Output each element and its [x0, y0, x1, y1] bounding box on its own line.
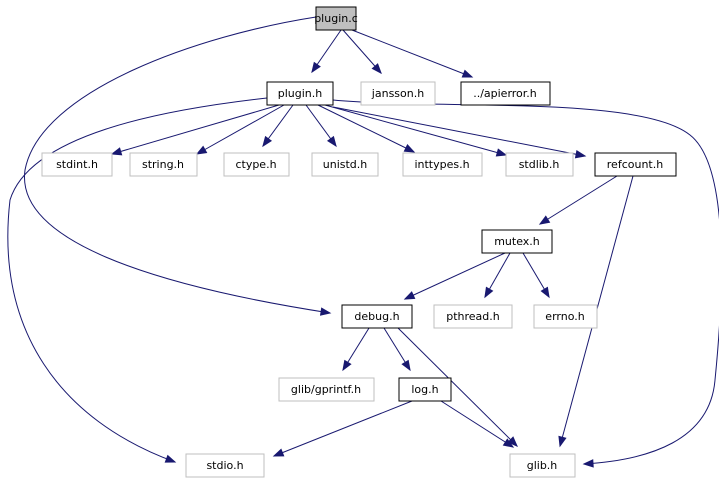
arrowhead-icon	[574, 150, 587, 159]
arrowhead-icon	[195, 145, 208, 155]
arrowhead-icon	[403, 144, 416, 153]
node-label: stdint.h	[56, 158, 98, 171]
node-log-h[interactable]: log.h	[398, 377, 452, 402]
node-apierror-h[interactable]: ../apierror.h	[460, 81, 551, 106]
edge-plugin-c-to-jansson-h	[342, 29, 382, 75]
node-label: string.h	[142, 158, 184, 171]
node-label: plugin.c	[314, 12, 358, 25]
arrowhead-icon	[110, 147, 123, 156]
edge-debug-h-to-gprintf-h	[342, 327, 370, 372]
node-pthread-h[interactable]: pthread.h	[433, 304, 513, 329]
node-label: unistd.h	[323, 158, 368, 171]
node-string-h[interactable]: string.h	[129, 152, 198, 177]
node-inttypes-h[interactable]: inttypes.h	[402, 152, 483, 177]
arrowhead-icon	[342, 359, 352, 372]
edge-plugin-h-to-inttypes-h	[317, 104, 416, 153]
arrowhead-icon	[311, 61, 321, 74]
node-stdlib-h[interactable]: stdlib.h	[505, 152, 574, 177]
node-stdio-h[interactable]: stdio.h	[185, 453, 265, 478]
edge-mutex-h-to-debug-h	[403, 252, 506, 300]
node-label: pthread.h	[446, 310, 500, 323]
edge-log-h-to-glib-h	[440, 400, 515, 448]
node-ctype-h[interactable]: ctype.h	[223, 152, 290, 177]
edge-plugin-h-to-ctype-h	[262, 104, 294, 148]
arrowhead-icon	[371, 63, 382, 75]
node-refcount-h[interactable]: refcount.h	[594, 152, 677, 177]
edge-plugin-h-to-string-h	[195, 104, 285, 155]
edge-plugin-h-to-refcount-h	[332, 106, 587, 159]
edge-plugin-h-to-stdio-h	[7, 97, 268, 463]
node-errno-h[interactable]: errno.h	[533, 304, 598, 329]
arrowhead-icon	[262, 135, 273, 148]
arrowhead-icon	[558, 435, 567, 448]
node-unistd-h[interactable]: unistd.h	[311, 152, 379, 177]
edge-plugin-h-to-stdlib-h	[324, 104, 508, 157]
node-label: debug.h	[354, 310, 399, 323]
edge-plugin-h-to-stdint-h	[110, 104, 280, 156]
arrowhead-icon	[507, 436, 518, 447]
arrowhead-icon	[495, 148, 508, 157]
node-label: inttypes.h	[414, 158, 469, 171]
node-label: log.h	[411, 383, 438, 396]
arrowhead-icon	[403, 291, 416, 300]
arrowhead-icon	[272, 448, 285, 457]
edge-plugin-c-to-debug-h	[24, 16, 332, 316]
edge-plugin-c-to-plugin-h	[311, 29, 342, 74]
arrowhead-icon	[326, 135, 337, 148]
node-jansson-h[interactable]: jansson.h	[360, 81, 436, 106]
arrowhead-icon	[319, 307, 332, 316]
node-label: stdlib.h	[519, 158, 560, 171]
node-label: jansson.h	[371, 87, 424, 100]
arrowhead-icon	[484, 286, 494, 299]
edge-refcount-h-to-mutex-h	[538, 175, 618, 225]
edge-mutex-h-to-errno-h	[522, 252, 550, 299]
edge-debug-h-to-glib-h	[397, 327, 518, 447]
node-label: ../apierror.h	[473, 87, 537, 100]
arrowhead-icon	[538, 215, 551, 225]
edge-debug-h-to-log-h	[383, 327, 411, 372]
edge-plugin-h-to-unistd-h	[305, 104, 337, 148]
node-debug-h[interactable]: debug.h	[341, 304, 413, 329]
edge-plugin-c-to-apierror-h	[351, 29, 474, 78]
node-label: glib/gprintf.h	[291, 383, 361, 396]
nodes-layer: plugin.c plugin.h jansson.h ../apierror.…	[41, 6, 677, 478]
node-plugin-c[interactable]: plugin.c	[314, 6, 358, 31]
node-mutex-h[interactable]: mutex.h	[481, 229, 553, 254]
node-plugin-h[interactable]: plugin.h	[266, 81, 334, 106]
edge-log-h-to-stdio-h	[272, 400, 413, 457]
node-label: refcount.h	[607, 158, 663, 171]
node-label: errno.h	[545, 310, 584, 323]
edge-mutex-h-to-pthread-h	[484, 252, 511, 299]
node-gprintf-h[interactable]: glib/gprintf.h	[278, 377, 375, 402]
arrowhead-icon	[164, 454, 177, 463]
node-label: plugin.h	[278, 87, 323, 100]
arrowhead-icon	[582, 459, 594, 468]
node-label: stdio.h	[206, 459, 243, 472]
node-label: glib.h	[527, 459, 558, 472]
arrowhead-icon	[502, 438, 515, 448]
node-stdint-h[interactable]: stdint.h	[41, 152, 113, 177]
arrowhead-icon	[540, 286, 550, 299]
node-label: ctype.h	[235, 158, 276, 171]
arrowhead-icon	[461, 69, 474, 78]
node-label: mutex.h	[494, 235, 540, 248]
node-glib-h[interactable]: glib.h	[509, 453, 576, 478]
arrowhead-icon	[401, 359, 411, 372]
